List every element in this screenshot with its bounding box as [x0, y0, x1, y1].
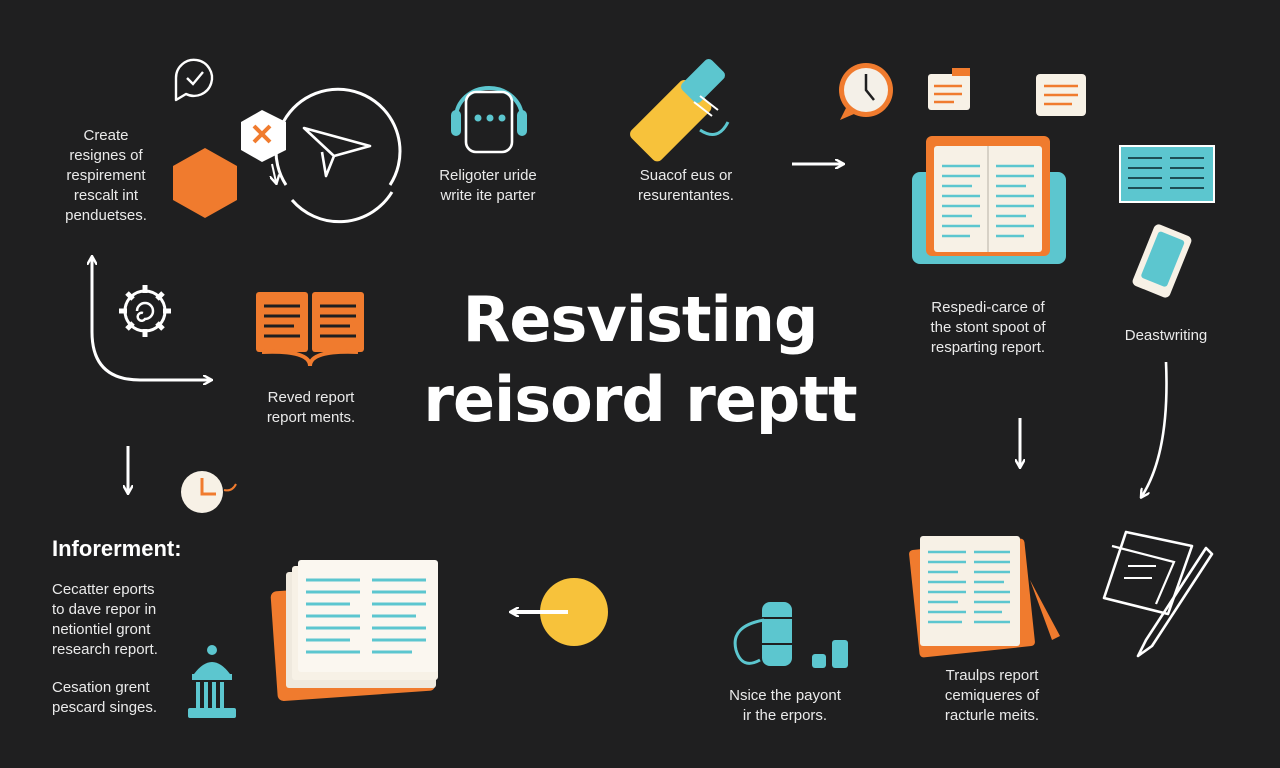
label-religoter: Religoter uride write ite parter	[439, 167, 537, 204]
document-stack-icon	[270, 560, 438, 701]
inforerment-heading: Inforerment:	[52, 536, 182, 561]
headset-chat-icon	[451, 86, 527, 154]
chat-check-icon	[174, 58, 214, 102]
hexagon-icon	[173, 148, 237, 218]
label-respedi: Respedi-carce of the stont spoot of resp…	[930, 299, 1046, 356]
open-book-icon	[256, 292, 364, 367]
spreadsheet-icon	[1119, 145, 1215, 203]
gear-icon	[119, 285, 171, 337]
phone-icon	[1132, 224, 1192, 298]
column-icon	[188, 645, 236, 718]
label-cecatter: Cecatter eports to dave repor in netiont…	[52, 581, 158, 658]
timer-icon	[181, 471, 237, 513]
notes-icon	[928, 68, 1086, 116]
yellow-circle-icon	[512, 578, 608, 646]
label-nsice: Nsice the payont ir the erpors.	[729, 687, 841, 724]
label-cesation: Cesation grent pescard singes.	[52, 679, 158, 716]
stethoscope-icon	[733, 602, 848, 668]
label-suacof: Suacof eus or resurentantes.	[638, 167, 734, 204]
document-board-icon	[912, 136, 1066, 264]
label-deastwriting: Deastwriting	[1124, 327, 1208, 344]
label-create: Create resignes of respirement rescalt i…	[65, 127, 147, 224]
clock-icon	[839, 63, 893, 120]
paper-plane-icon	[274, 87, 402, 224]
label-traulps: Traulps report cemiqueres of racturle me…	[944, 667, 1040, 724]
pen-paper-icon	[1102, 530, 1214, 658]
marker-icon	[630, 59, 730, 162]
main-title: Resvisting reisord reptt	[423, 283, 857, 436]
documents-icon	[909, 536, 1060, 658]
label-revied: Reved report report ments.	[266, 389, 356, 426]
